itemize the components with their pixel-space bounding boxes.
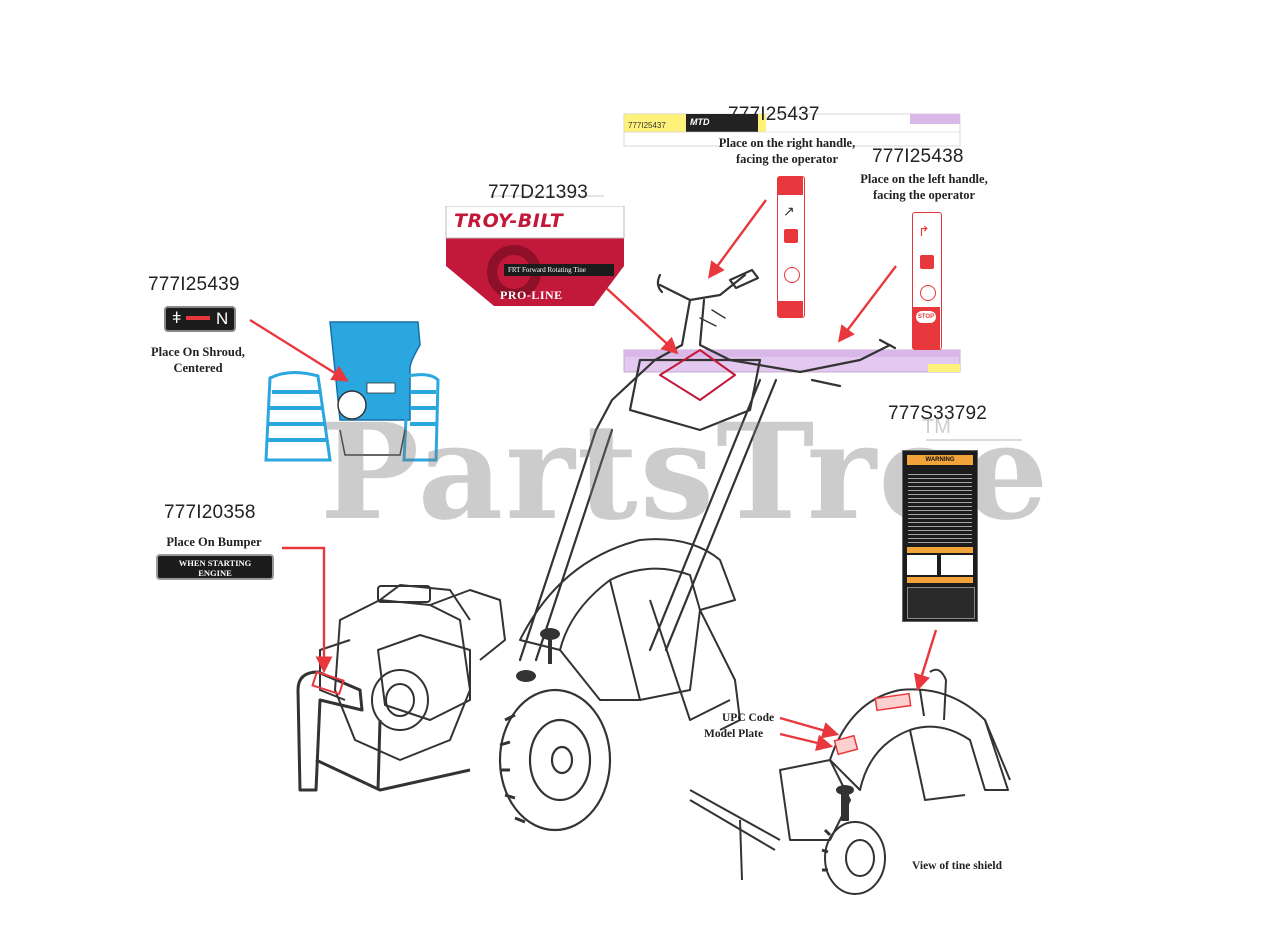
note-777I25438: Place on the left handle, facing the ope…	[860, 172, 988, 202]
title-block-part-number: 777I25437	[628, 121, 666, 130]
warning-bar-2	[907, 577, 973, 583]
title-block-top	[623, 113, 961, 147]
note-777I20358: Place On Bumper	[166, 535, 262, 549]
part-number-777I25437: 777I25437	[728, 104, 820, 125]
watermark-tm: TM	[922, 416, 951, 438]
bumper	[296, 670, 471, 792]
warning-decal-spot	[874, 692, 912, 712]
stop-text: STOP	[916, 311, 936, 323]
warning-text-block	[908, 471, 972, 543]
bumper-decal-line1: WHEN STARTING ENGINE	[178, 558, 252, 578]
tine-shield-view-label: View of tine shield	[912, 860, 1002, 872]
shroud-inset	[264, 321, 440, 462]
model-plate-label: Model Plate	[704, 728, 764, 740]
part-number-777I25438: 777I25438	[872, 146, 964, 167]
right-handle-decal: ↗	[777, 176, 805, 318]
part-number-777D21393: 777D21393	[488, 182, 589, 203]
main-tine-shield	[519, 538, 741, 731]
upc-model-plate-spot	[833, 734, 859, 756]
troybilt-decal-shape	[445, 206, 625, 306]
warning-decal: WARNING	[902, 450, 978, 622]
left-handle-decal: ↱ STOP	[912, 212, 942, 350]
control-knobs	[516, 628, 560, 682]
lever-icon: ↗	[783, 203, 795, 219]
note-777I25437: Place on the right handle, facing the op…	[718, 136, 856, 166]
neutral-decal: ǂ N	[164, 306, 236, 332]
operator-icon	[784, 229, 798, 243]
neutral-letter: N	[216, 309, 229, 328]
operator-icon-left	[920, 255, 934, 269]
part-number-777S33792: 777S33792	[888, 403, 988, 424]
lever-icon-left: ↱	[918, 223, 930, 239]
note-777I25439: Place On Shroud, Centered	[151, 345, 245, 375]
callout-arrows	[249, 199, 938, 752]
bumper-decal: WHEN STARTING ENGINE PLACE FREE HAND HER…	[156, 554, 274, 588]
stop-panel: STOP	[913, 307, 940, 349]
troybilt-logo: TROY-BILT	[454, 210, 564, 232]
right-decal-header	[778, 177, 803, 195]
tine-shield-view	[689, 668, 1011, 895]
warning-header: WARNING	[907, 455, 973, 465]
troybilt-tine-line: FRT Forward Rotating Tine	[508, 266, 586, 274]
title-block-brand: MTD	[690, 117, 710, 127]
tiller-handlebars	[518, 268, 897, 662]
warning-panel-2	[907, 587, 975, 619]
rotating-tine-icon	[941, 555, 973, 575]
tine-icon	[784, 267, 800, 283]
bumper-decal-spot	[311, 670, 345, 696]
bumper-decal-line2: PLACE FREE HAND HERE	[161, 578, 269, 588]
right-decal-footer	[778, 301, 803, 317]
part-number-777I25439: 777I25439	[148, 274, 240, 295]
troybilt-decal: TROY-BILT FRT Forward Rotating Tine PRO-…	[444, 206, 626, 310]
part-number-777I20358: 777I20358	[164, 502, 256, 523]
warning-bar-1	[907, 547, 973, 553]
upc-code-label: UPC Code	[722, 712, 775, 724]
troybilt-proline: PRO-LINE	[500, 288, 563, 302]
tine-icon-left	[920, 285, 936, 301]
double-arrow-icon	[186, 316, 210, 320]
main-wheel	[498, 688, 612, 832]
engine	[319, 584, 506, 761]
warning-panel-1	[907, 555, 937, 575]
neutral-lever-icon: ǂ	[172, 310, 182, 327]
